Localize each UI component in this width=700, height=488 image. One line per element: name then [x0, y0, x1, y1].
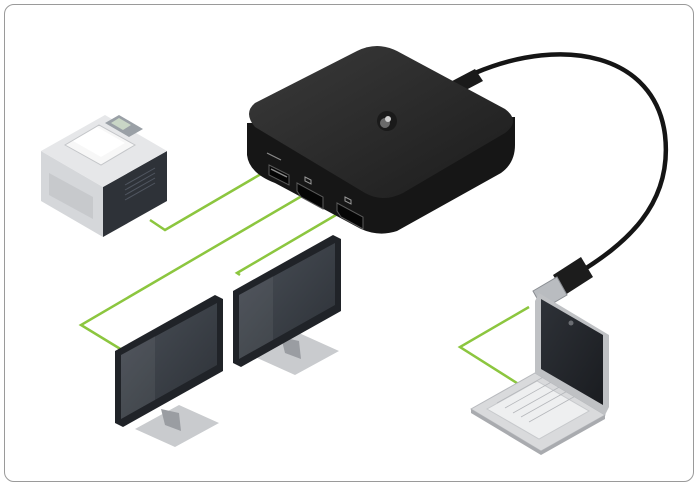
displayport-1 — [296, 176, 324, 210]
laptop-connection-line — [457, 305, 530, 387]
printer-connection-line — [149, 165, 274, 232]
monitor-right-connection-line — [234, 203, 354, 277]
monitor-right-screen — [239, 243, 335, 359]
displayport-2 — [336, 196, 364, 230]
connection-lines — [78, 165, 530, 387]
printer — [41, 115, 167, 237]
monitor-left — [115, 295, 223, 447]
laptop-screen — [541, 299, 603, 405]
monitor-right — [233, 235, 341, 375]
laptop-webcam-icon — [568, 320, 574, 326]
docking-hub — [247, 46, 515, 234]
monitor-left-connection-line — [78, 191, 308, 355]
connection-diagram — [41, 46, 669, 455]
laptop — [470, 293, 609, 455]
monitor-left-screen — [121, 303, 217, 419]
diagram-frame — [4, 4, 694, 482]
cable-wire — [472, 52, 669, 278]
hub-logo-icon — [377, 111, 397, 131]
usb-a-port — [266, 152, 290, 186]
